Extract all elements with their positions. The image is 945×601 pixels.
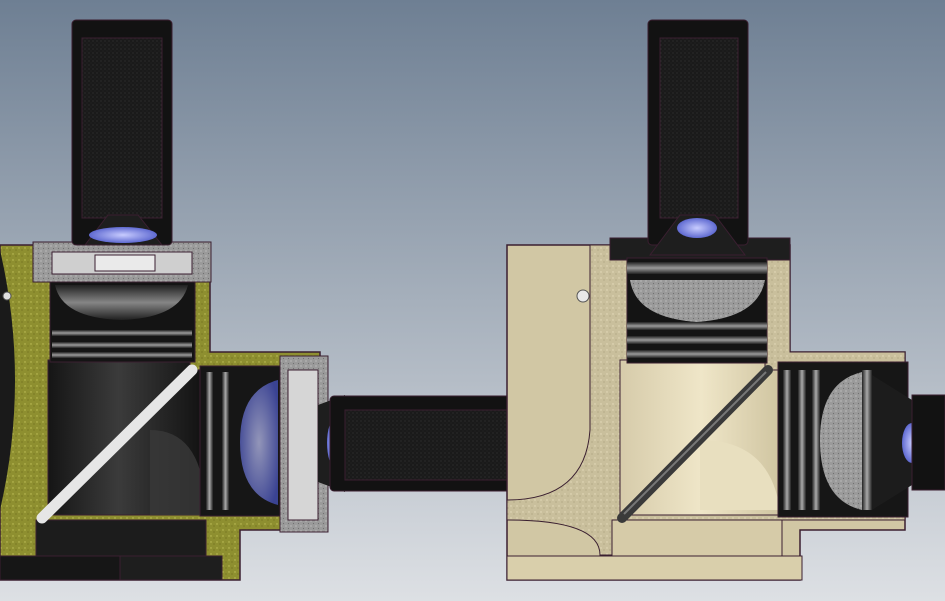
right-mirror-edge — [623, 371, 767, 515]
right-h-cone — [872, 375, 912, 510]
right-assembly — [506, 19, 945, 581]
left-h-ring — [222, 372, 229, 510]
left-horizontal-tube-foam — [344, 409, 526, 481]
left-mirror — [36, 364, 198, 524]
right-h-ring — [783, 370, 791, 510]
left-h-ring — [206, 372, 213, 510]
right-lens-ring — [627, 350, 767, 358]
left-top-lens-glass — [89, 227, 157, 243]
right-lens-ring — [627, 322, 767, 330]
right-lens-ring — [627, 336, 767, 344]
left-h-lens-insert — [287, 369, 319, 521]
left-assembly — [0, 19, 541, 581]
left-lens-ring — [52, 342, 192, 348]
right-h-ring — [798, 370, 806, 510]
right-lens-ring — [627, 262, 767, 274]
left-lens-ring — [52, 352, 192, 358]
left-base — [35, 519, 207, 559]
left-elbow — [150, 430, 205, 515]
right-foot — [506, 555, 803, 581]
left-edge-tube — [0, 250, 15, 510]
right-top-lens-glass — [677, 218, 717, 238]
left-lens-element — [55, 285, 188, 320]
left-top-clip — [94, 254, 156, 272]
right-base — [611, 519, 783, 559]
right-lens-element — [630, 280, 765, 322]
left-screw-hole — [2, 291, 12, 301]
left-vertical-tube-foam — [81, 37, 163, 219]
left-lens-ring — [52, 330, 192, 336]
right-vertical-tube-foam — [659, 37, 739, 219]
right-screw-hole — [576, 289, 590, 303]
right-h-lens-element — [820, 372, 862, 510]
left-h-lens-element — [240, 380, 278, 505]
left-foot-segment — [119, 555, 223, 581]
right-tube-stub — [911, 394, 945, 491]
right-h-ring — [812, 370, 820, 510]
right-h-ring — [862, 370, 872, 510]
right-elbow — [700, 440, 780, 510]
